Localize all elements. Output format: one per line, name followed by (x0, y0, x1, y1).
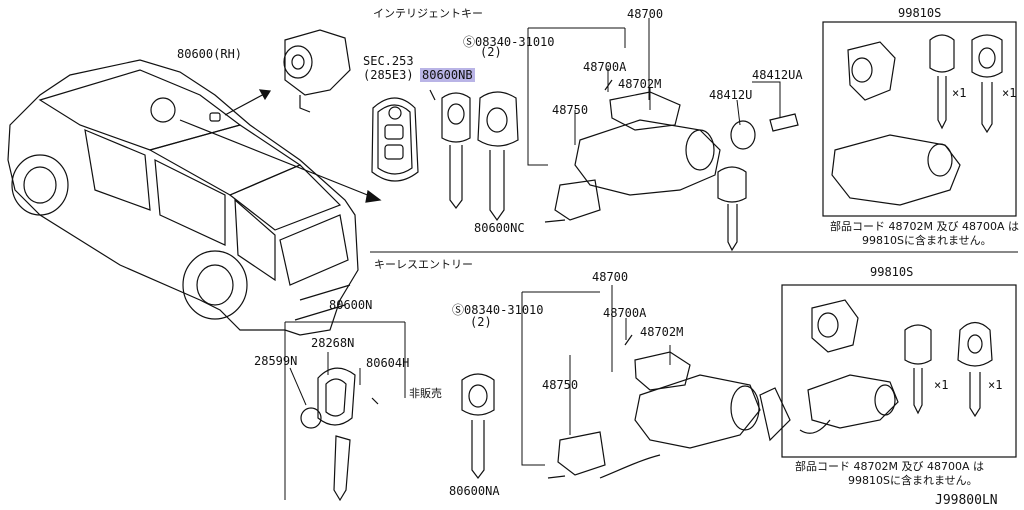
diagram-code: J99800LN (935, 493, 998, 508)
door-lock-cylinder-rh (283, 29, 351, 113)
section-title-intelligent-key: インテリジェントキー (373, 7, 483, 20)
leader-lines-top (527, 18, 781, 166)
label-s-08340-top: Ⓢ08340-31010 (463, 35, 555, 49)
blank-key-80600nc (477, 91, 519, 222)
label-80600-rh: 80600(RH) (177, 47, 243, 61)
leader-lines-bottom (521, 285, 671, 466)
steering-lock-assembly-bottom (547, 334, 791, 479)
label-qty2-top: (2) (480, 45, 502, 59)
kit-box-99810s-top (822, 21, 1017, 217)
label-s-08340-bottom: Ⓢ08340-31010 (452, 303, 544, 317)
label-s-08340-top-text: 08340-31010 (475, 35, 555, 49)
label-285e3: (285E3) (363, 68, 414, 82)
kit-box-99810s-bottom (781, 284, 1017, 458)
keyless-remote-fob (300, 367, 379, 502)
note-top-line2: 99810Sに含まれません。 (862, 234, 992, 247)
label-48700-bottom: 48700 (592, 270, 629, 284)
kit-99810s-bottom-parts (799, 299, 993, 434)
pointer-arrows (150, 89, 382, 203)
label-48702m-top: 48702M (618, 77, 662, 91)
kit-99810s-top-parts (831, 34, 1003, 206)
label-sec253: SEC.253 (363, 54, 414, 68)
label-48700a-bottom: 48700A (603, 306, 647, 320)
label-48412u: 48412U (709, 88, 753, 102)
label-x1-b: ×1 (1002, 86, 1017, 100)
label-x1-c: ×1 (934, 378, 949, 392)
steering-lock-assembly-top (544, 79, 799, 223)
label-48412ua: 48412UA (752, 68, 803, 82)
label-80600nc: 80600NC (474, 221, 525, 235)
label-99810s-bottom: 99810S (870, 265, 914, 279)
label-48702m-bottom: 48702M (640, 325, 684, 339)
label-80600na: 80600NA (449, 484, 500, 498)
label-x1-a: ×1 (952, 86, 967, 100)
label-80600n: 80600N (329, 298, 373, 312)
note-bottom-line1: 部品コード 48702M 及び 48700A は (795, 460, 984, 473)
transponder-key-top (717, 166, 747, 252)
label-28268n: 28268N (311, 336, 355, 350)
label-x1-d: ×1 (988, 378, 1003, 392)
label-s-08340-bottom-text: 08340-31010 (464, 303, 544, 317)
note-top-line1: 部品コード 48702M 及び 48700A は (830, 220, 1019, 233)
intelligent-key-fob (371, 89, 436, 182)
label-48750-top: 48750 (552, 103, 589, 117)
vehicle-illustration (7, 59, 359, 336)
label-28599n: 28599N (254, 354, 298, 368)
note-bottom-line2: 99810Sに含まれません。 (848, 474, 978, 487)
label-80604h: 80604H (366, 356, 410, 370)
label-qty2-bottom: (2) (470, 315, 492, 329)
section-title-keyless-entry: キーレスエントリー (374, 258, 473, 271)
leader-lines-bottom-left (284, 321, 406, 500)
label-48700a-top: 48700A (583, 60, 627, 74)
label-99810s-top: 99810S (898, 6, 942, 20)
emergency-key-80600nb (441, 92, 471, 209)
label-48750-bottom: 48750 (542, 378, 579, 392)
label-not-sold: 非販売 (409, 387, 442, 400)
label-80600nb-highlighted[interactable]: 80600NB (420, 68, 475, 82)
label-48700-top: 48700 (627, 7, 664, 21)
key-80600na (461, 373, 495, 479)
